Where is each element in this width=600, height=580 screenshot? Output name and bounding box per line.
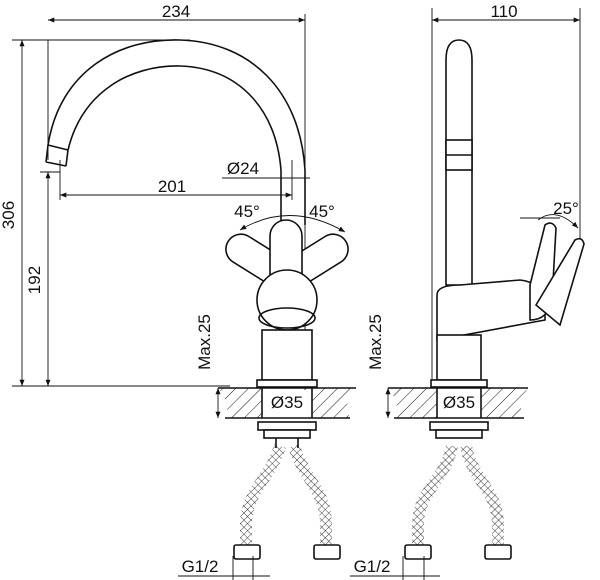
hole-diameter-front-label: Ø35 <box>271 393 303 412</box>
spout-outer <box>47 39 306 171</box>
dim-outlet-label: 201 <box>158 177 186 196</box>
thread-side-label: G1/2 <box>354 557 391 576</box>
side-body <box>436 279 546 341</box>
side-countertop-outline <box>388 387 528 419</box>
spout-inner <box>67 65 282 171</box>
front-handles <box>225 219 349 331</box>
base-flange <box>256 379 318 388</box>
hose-fitting-right <box>313 544 341 560</box>
side-base-flange <box>430 379 488 388</box>
spout-aerator <box>45 144 69 167</box>
dim-spout-height-label: 192 <box>25 266 44 294</box>
side-view: 110 25° Ø35 Max.25 <box>350 2 585 580</box>
handle-angle-arc <box>239 215 346 233</box>
dim-total-height-label: 306 <box>0 201 18 229</box>
mixer-body <box>256 269 318 331</box>
side-base <box>436 334 482 381</box>
mount-nut <box>263 429 311 439</box>
side-hose-fitting-left <box>404 544 432 560</box>
mixer-collar <box>258 307 316 329</box>
side-hose-fitting-right <box>484 544 512 560</box>
hole-diameter-side-label: Ø35 <box>443 393 475 412</box>
side-hose-left <box>412 444 458 545</box>
side-angle-arc <box>537 214 579 229</box>
countertop-outline <box>218 387 356 419</box>
max-deck-side-label: Max.25 <box>366 314 385 370</box>
side-mount-nut <box>435 429 483 439</box>
dim-reach-label: 234 <box>162 2 190 21</box>
hose-fitting-left <box>233 544 261 560</box>
hose-left <box>240 444 286 545</box>
side-countertop-right <box>481 388 528 418</box>
thread-front-label: G1/2 <box>182 557 219 576</box>
side-mount-washer <box>429 421 489 431</box>
side-depth-label: 110 <box>490 2 517 21</box>
handle-angle-right-label: 45° <box>309 202 335 221</box>
side-handle-angle-label: 25° <box>553 199 579 218</box>
front-view: 234 306 192 201 Ø24 45° 45° <box>0 2 356 580</box>
side-hose-right <box>460 444 504 545</box>
side-lever-raised <box>534 237 585 327</box>
countertop-section-left <box>218 388 262 418</box>
countertop-section-right <box>312 388 356 418</box>
side-countertop-left <box>388 388 437 418</box>
mount-washer <box>257 421 317 431</box>
faucet-base <box>261 329 313 381</box>
max-deck-front-label: Max.25 <box>195 314 214 370</box>
dim-spout-diameter-label: Ø24 <box>227 159 259 178</box>
handle-angle-left-label: 45° <box>234 202 260 221</box>
hose-right <box>288 444 332 545</box>
